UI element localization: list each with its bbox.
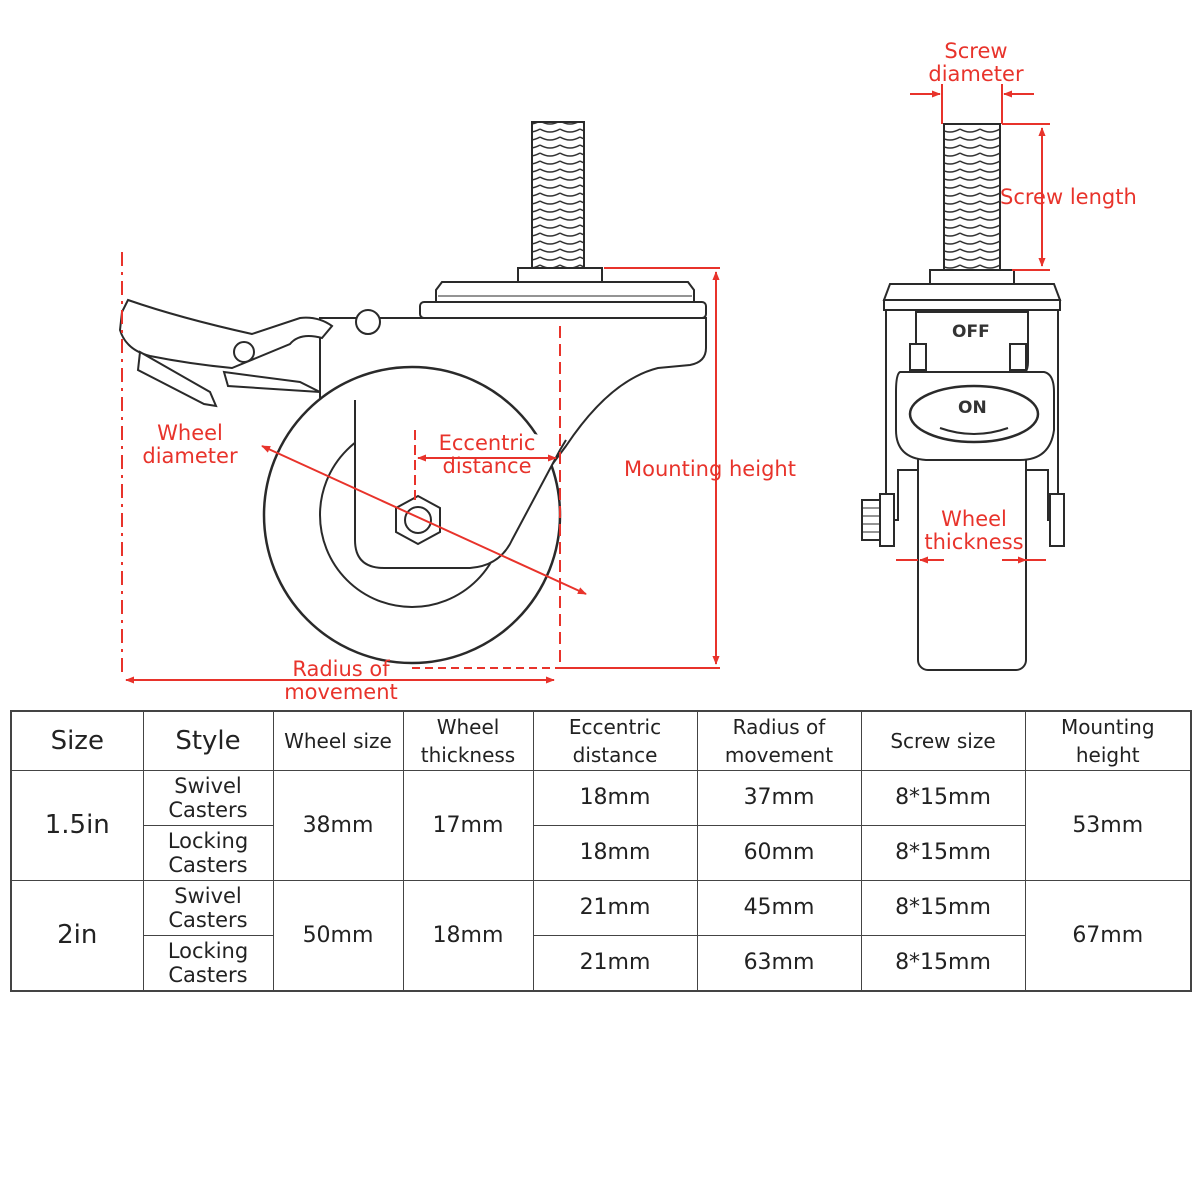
side-view-caster: [118, 121, 707, 665]
brake-on-mark: ON: [958, 398, 987, 418]
side-view-top-plate: [435, 281, 695, 303]
mounting-height-label: Mounting height: [624, 457, 796, 481]
mounting-height-cell: 67mm: [1024, 879, 1192, 992]
screw-cell: 8*15mm: [860, 879, 1026, 936]
wheel-size-cell: 38mm: [272, 770, 404, 881]
screw-cell: 8*15mm: [860, 770, 1026, 826]
side-view-dimensions: [121, 252, 720, 684]
front-view-top-plate: [882, 283, 1062, 301]
wheel-size-cell: 50mm: [272, 879, 404, 992]
eccentric-cell: 21mm: [532, 879, 698, 936]
brake-off-mark: OFF: [952, 322, 990, 342]
caster-dimension-drawing: [118, 84, 1065, 684]
header-screw-size: Screw size: [860, 710, 1026, 771]
side-view-screw-stem: [531, 121, 585, 271]
screw-cell: 8*15mm: [860, 934, 1026, 992]
header-style: Style: [142, 710, 274, 771]
radius-cell: 60mm: [696, 824, 862, 881]
side-view-bearing: [419, 301, 707, 319]
eccentric-cell: 21mm: [532, 934, 698, 992]
eccentric-cell: 18mm: [532, 824, 698, 881]
front-view-nut: [929, 269, 1015, 285]
front-view-caster: [861, 123, 1065, 671]
front-view-screw-stem: [943, 123, 1001, 273]
wheel-thickness-cell: 18mm: [402, 879, 534, 992]
screw-length-label: Screw length: [1000, 185, 1137, 209]
radius-cell: 45mm: [696, 879, 862, 936]
screw-cell: 8*15mm: [860, 824, 1026, 881]
mounting-height-cell: 53mm: [1024, 770, 1192, 881]
size-cell: 1.5in: [10, 770, 144, 881]
radius-cell: 37mm: [696, 770, 862, 826]
wheel-diameter-arrow: [261, 445, 587, 595]
header-wheel-size: Wheel size: [272, 710, 404, 771]
side-view-brake-lever: [118, 298, 334, 370]
size-cell: 2in: [10, 879, 144, 992]
front-view-dimensions: [896, 84, 1050, 564]
eccentric-cell: 18mm: [532, 770, 698, 826]
header-size: Size: [10, 710, 144, 771]
wheel-thickness-cell: 17mm: [402, 770, 534, 881]
radius-cell: 63mm: [696, 934, 862, 992]
